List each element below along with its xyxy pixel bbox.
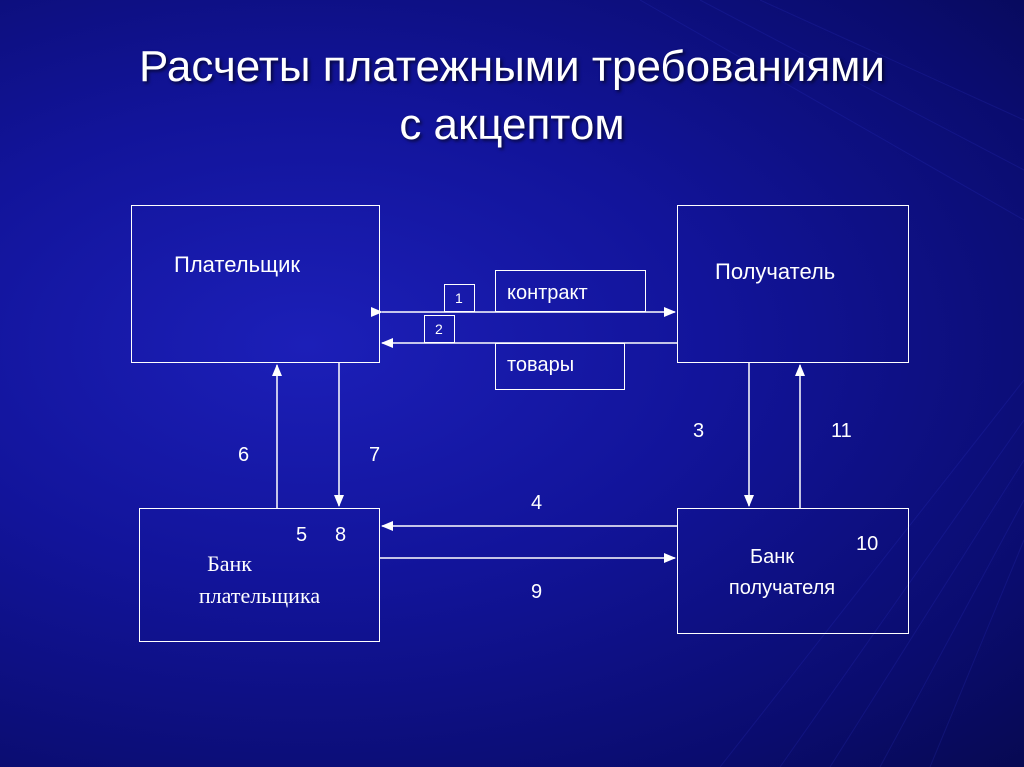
step-9-label: 9 xyxy=(531,581,543,603)
payer-bank-label-line1: Банк xyxy=(207,551,252,576)
step-5-label: 5 xyxy=(296,524,308,546)
step-4-label: 4 xyxy=(531,492,543,514)
step-11-label: 11 xyxy=(831,420,852,442)
slide-title: Расчеты платежными требованиями с акцепт… xyxy=(0,38,1024,154)
recipient-label: Получатель xyxy=(715,259,836,284)
recipient-bank-label-line1: Банк xyxy=(749,546,795,568)
step-3-label: 3 xyxy=(693,420,705,442)
recipient-bank-box xyxy=(677,508,909,634)
payer-box xyxy=(131,205,380,363)
step-10-label: 10 xyxy=(856,533,879,555)
recipient-box xyxy=(677,205,909,363)
recipient-bank-label-line2: получателя xyxy=(728,577,836,599)
step-7-label: 7 xyxy=(369,444,381,466)
step-2-label: 2 xyxy=(435,321,443,337)
payer-bank-label-line2: плательщика xyxy=(198,583,321,608)
contract-label: контракт xyxy=(507,282,588,304)
title-line-1: Расчеты платежными требованиями xyxy=(138,42,885,91)
step-8-label: 8 xyxy=(335,524,347,546)
title-line-2: с акцептом xyxy=(399,100,625,149)
payer-bank-box xyxy=(139,508,380,642)
payer-bank-label: Банк плательщика xyxy=(139,548,380,612)
payer-label: Плательщик xyxy=(174,252,301,277)
step-1-label: 1 xyxy=(455,290,463,306)
step-6-label: 6 xyxy=(238,444,250,466)
goods-label: товары xyxy=(507,354,575,376)
recipient-bank-label: Банк получателя xyxy=(677,542,887,604)
